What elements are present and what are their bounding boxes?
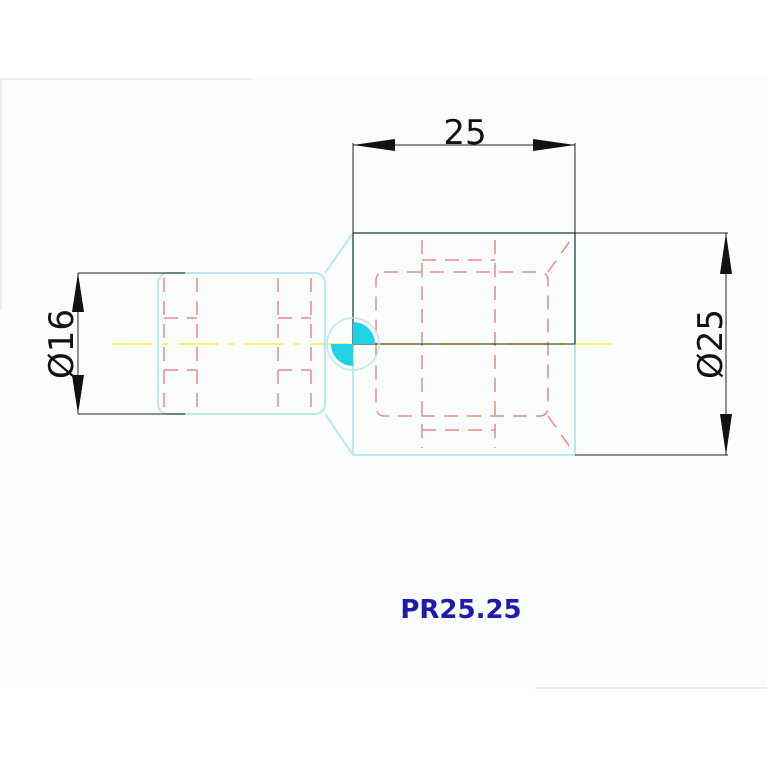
arrow-down-icon [72, 375, 84, 414]
small-section-outline [157, 272, 326, 415]
arrow-right-icon [533, 139, 575, 151]
hidden-line [547, 415, 573, 451]
arrow-up-icon [72, 273, 84, 312]
arrow-left-icon [353, 139, 395, 151]
arrow-down-icon [720, 414, 732, 455]
small-diameter-label: Ø16 [42, 309, 82, 379]
chamfer-top [324, 232, 354, 274]
quadrant-box [352, 232, 576, 345]
arrowheads [72, 139, 732, 455]
part-code-label: PR25.25 [400, 595, 521, 625]
hidden-line [547, 237, 573, 273]
arrow-up-icon [720, 233, 732, 274]
drawing-sheet [0, 78, 767, 688]
length-dimension-label: 25 [443, 113, 486, 153]
chamfer-bottom [324, 413, 354, 456]
large-diameter-label: Ø25 [691, 309, 731, 379]
origin-marker-icon [326, 317, 380, 371]
